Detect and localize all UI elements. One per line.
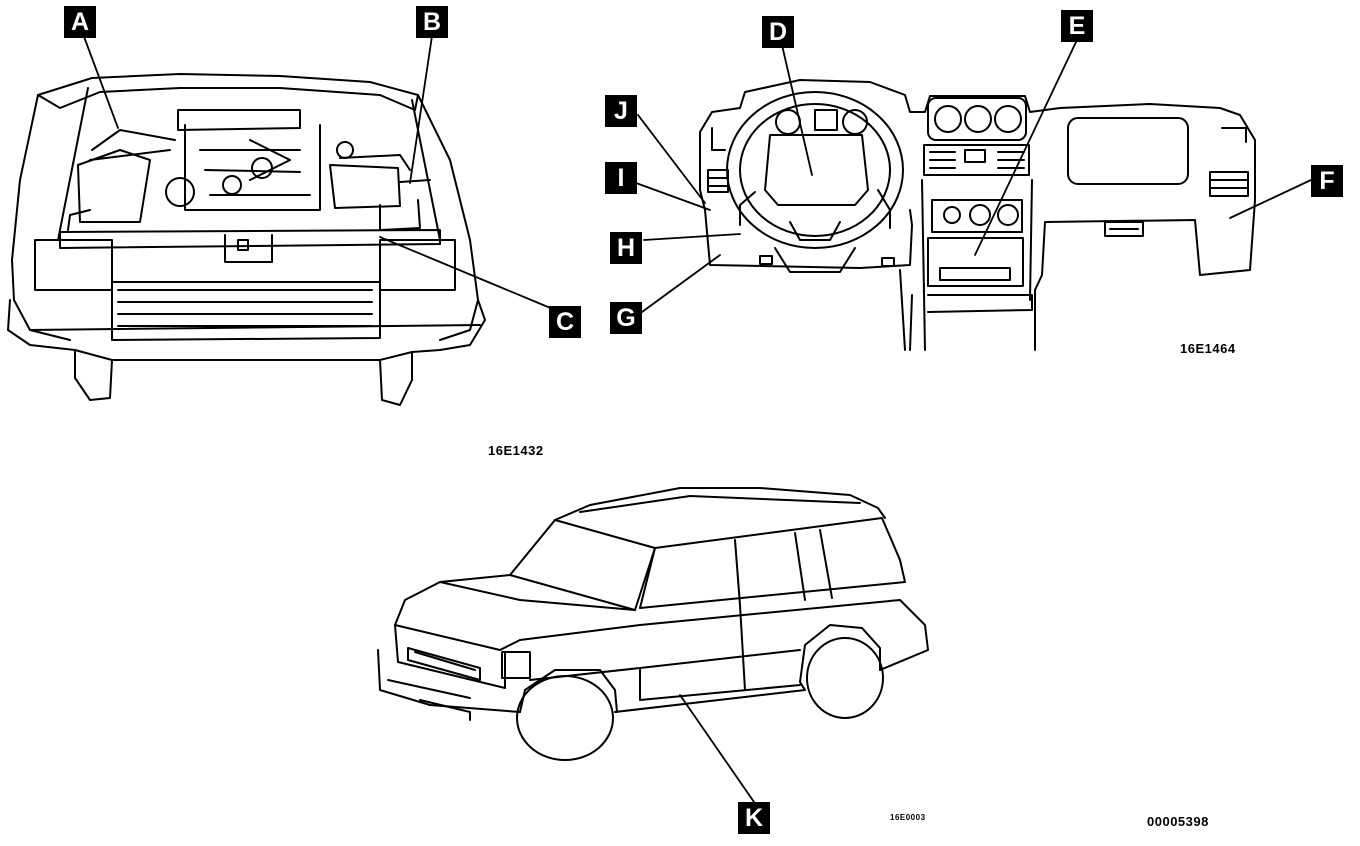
engine-compartment-illustration (8, 74, 485, 405)
leader-g (642, 255, 720, 312)
leader-k (680, 695, 754, 802)
engine-figure-code: 16E1432 (488, 443, 544, 458)
vehicle-figure-code: 16E0003 (890, 813, 926, 822)
callout-b: B (416, 6, 448, 38)
leader-i (636, 183, 710, 210)
leader-a (83, 34, 118, 128)
callout-e: E (1061, 10, 1093, 42)
callout-g: G (610, 302, 642, 334)
leader-j (638, 115, 705, 203)
sheet-number: 00005398 (1147, 814, 1209, 829)
dashboard-figure-code: 16E1464 (1180, 341, 1236, 356)
leader-e (975, 42, 1076, 255)
callout-k: K (738, 802, 770, 834)
callout-a: A (64, 6, 96, 38)
leader-d (782, 45, 812, 175)
leader-c (380, 237, 560, 312)
callout-i: I (605, 162, 637, 194)
callout-j: J (605, 95, 637, 127)
dashboard-illustration (700, 80, 1255, 350)
callout-h: H (610, 232, 642, 264)
callout-d: D (762, 16, 794, 48)
leader-lines (83, 34, 1311, 802)
callout-c: C (549, 306, 581, 338)
vehicle-illustration (378, 488, 928, 760)
leader-f (1230, 180, 1311, 218)
leader-h (644, 234, 740, 240)
callout-f: F (1311, 165, 1343, 197)
leader-b (410, 36, 432, 183)
